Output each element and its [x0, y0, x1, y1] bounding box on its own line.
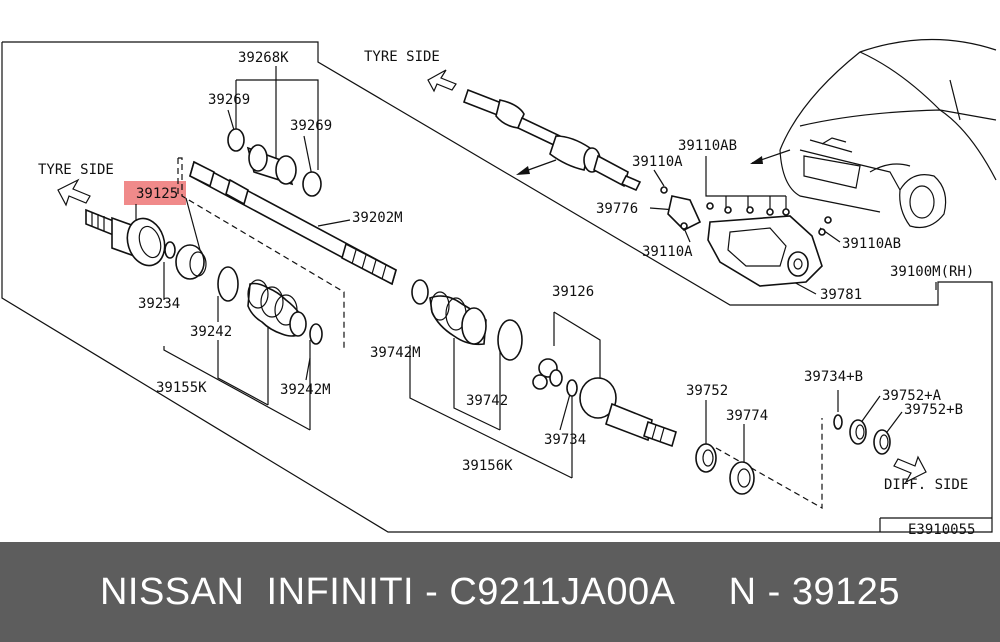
location-arrow: [516, 149, 791, 175]
label-39156k: 39156K: [462, 458, 513, 474]
label-39776: 39776: [596, 201, 638, 217]
label-39110ab-right: 39110AB: [842, 236, 901, 252]
outer-cv-joint-39125: [85, 208, 166, 267]
label-39742: 39742: [466, 393, 508, 409]
inner-cv-housing: [579, 377, 677, 448]
highlight-39125: [124, 181, 186, 205]
band-39742: [497, 319, 523, 361]
snap-ring-39734: [566, 379, 578, 397]
shaft-39202m: [189, 160, 397, 286]
label-39269-a: 39269: [208, 92, 250, 108]
diff-side-arrow: [893, 455, 927, 484]
ball-cage: [175, 244, 207, 280]
band-39742m: [411, 279, 429, 305]
seal-39752a: [849, 419, 867, 445]
assembled-shaft-top: [463, 88, 642, 192]
band-39269-b: [302, 171, 322, 197]
label-tyre-side-top: TYRE SIDE: [364, 49, 440, 65]
label-39155k: 39155K: [156, 380, 207, 396]
band-39269-a: [227, 128, 245, 152]
label-39752: 39752: [686, 383, 728, 399]
label-39734b: 39734+B: [804, 369, 863, 385]
label-diagram-code: E3910055: [908, 522, 975, 538]
label-39100m-rh: 39100M(RH): [890, 264, 974, 280]
bolts-39110: [660, 186, 832, 236]
boot-39268k: [246, 144, 297, 186]
label-39774: 39774: [726, 408, 768, 424]
plate-39776: [667, 195, 702, 231]
diagram-frame: [1, 41, 993, 533]
boot-band-39242m: [309, 323, 323, 345]
footer-bar: NISSAN INFINITI - C9211JA00A N - 39125: [0, 542, 1000, 642]
bearing-39774: [729, 461, 755, 495]
bracket-39781: [707, 215, 823, 287]
seal-39752b: [873, 429, 891, 455]
label-39269-b: 39269: [290, 118, 332, 134]
label-39752b: 39752+B: [904, 402, 963, 418]
label-diff-side: DIFF. SIDE: [884, 477, 968, 493]
tyre-side-arrow-left: [57, 178, 91, 207]
footer-part-info: NISSAN INFINITI - C9211JA00A N - 39125: [99, 570, 901, 613]
parts-diagram: 39268K 39269 39269 TYRE SIDE TYRE SIDE 3…: [1, 38, 997, 538]
boot-band-39242: [217, 266, 239, 302]
label-39110a-bottom: 39110A: [642, 244, 693, 260]
seal-39752: [695, 443, 717, 473]
boot-inner: [429, 291, 487, 346]
label-39752a: 39752+A: [882, 388, 942, 404]
vehicle-illustration: [779, 38, 997, 229]
label-39781: 39781: [820, 287, 862, 303]
label-39110ab-top: 39110AB: [678, 138, 737, 154]
leader-lines: [135, 66, 937, 479]
snap-ring-39734b: [833, 414, 843, 430]
tyre-side-arrow-top: [427, 69, 457, 93]
tripod-39126: [532, 358, 563, 390]
snap-ring-39234: [164, 241, 176, 259]
label-39742m: 39742M: [370, 345, 421, 361]
label-tyre-side-left: TYRE SIDE: [38, 162, 114, 178]
label-39125: 39125: [136, 186, 178, 202]
label-39202m: 39202M: [352, 210, 403, 226]
label-39126: 39126: [552, 284, 594, 300]
label-39242m: 39242M: [280, 382, 331, 398]
label-39734: 39734: [544, 432, 586, 448]
label-39234: 39234: [138, 296, 180, 312]
label-39242: 39242: [190, 324, 232, 340]
label-39110a-top: 39110A: [632, 154, 683, 170]
boot-outer: [247, 279, 307, 337]
label-39268k: 39268K: [238, 50, 289, 66]
